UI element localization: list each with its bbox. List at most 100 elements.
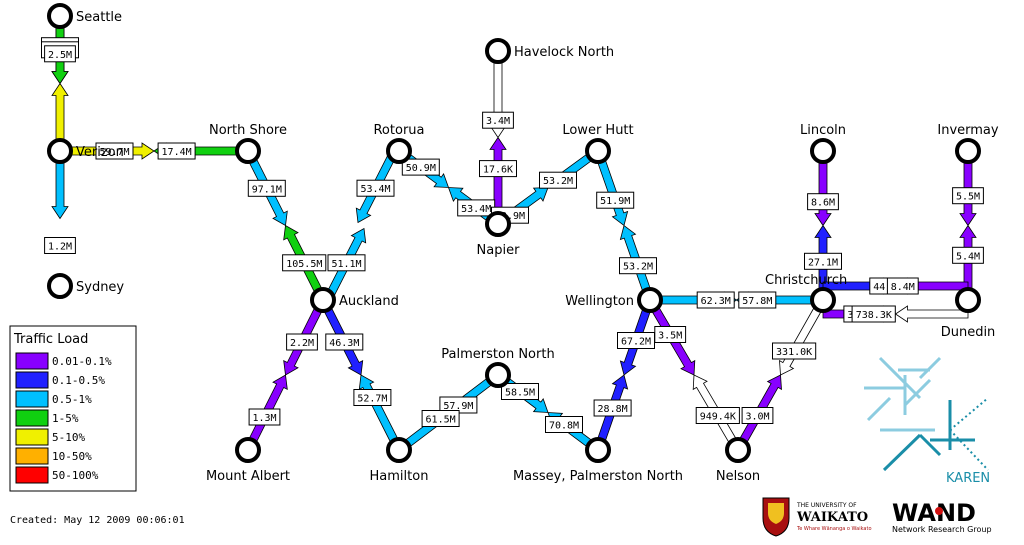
node-hamilton[interactable]: Hamilton bbox=[370, 437, 429, 484]
link-load-box bbox=[596, 191, 635, 209]
link-load-box bbox=[952, 187, 984, 205]
link-load-box bbox=[807, 193, 839, 211]
node-massey[interactable]: Massey, Palmerston North bbox=[513, 437, 683, 484]
link-load-box bbox=[401, 158, 440, 176]
links-layer: 57.4M15.9M2.5M1.2M59.7M17.4M97.1M105.5M5… bbox=[41, 15, 984, 454]
legend-swatch bbox=[15, 409, 49, 427]
node-verizon[interactable]: Verizon bbox=[47, 138, 124, 164]
link-load-label: 3.0M bbox=[745, 412, 769, 423]
node-lower-hutt[interactable]: Lower Hutt bbox=[562, 123, 634, 164]
link-load-box bbox=[593, 399, 632, 417]
link-load-box bbox=[851, 305, 896, 323]
node-napier[interactable]: Napier bbox=[477, 211, 521, 258]
node-auckland[interactable]: Auckland bbox=[310, 287, 399, 313]
link-load-label: 105.5M bbox=[286, 259, 322, 270]
node-havelock-north[interactable]: Havelock North bbox=[485, 38, 614, 64]
link-load-box bbox=[804, 252, 842, 270]
link-load-label: 1.3M bbox=[252, 413, 276, 424]
wand-logo: WAND Network Research Group bbox=[892, 499, 992, 534]
link-load-label: 331.0K bbox=[776, 347, 812, 358]
node-label: Wellington bbox=[565, 294, 634, 309]
link-load-box bbox=[479, 160, 517, 178]
node-seattle[interactable]: Seattle bbox=[47, 3, 122, 29]
node-label: Invermay bbox=[937, 123, 999, 138]
node-wellington[interactable]: Wellington bbox=[565, 287, 663, 313]
node-rotorua[interactable]: Rotorua bbox=[373, 123, 425, 164]
node-label: Sydney bbox=[76, 280, 124, 295]
node-label: Lower Hutt bbox=[562, 123, 633, 138]
link-load-label: 70.8M bbox=[549, 421, 579, 432]
link-load-label: 3.5M bbox=[658, 331, 682, 342]
legend-label: 10-50% bbox=[52, 450, 92, 463]
node-label: Massey, Palmerston North bbox=[513, 469, 683, 484]
waikato-logo: THE UNIVERSITY OF WAIKATO Te Whare Wānan… bbox=[762, 497, 872, 537]
link-load-label: 57.8M bbox=[742, 296, 772, 307]
link-load-label: 62.3M bbox=[701, 296, 731, 307]
node-lincoln[interactable]: Lincoln bbox=[800, 123, 846, 164]
legend-swatch bbox=[15, 447, 49, 465]
legend-label: 1-5% bbox=[52, 412, 79, 425]
link-load-box bbox=[157, 142, 196, 160]
link-load-box bbox=[286, 333, 318, 351]
link-load-label: 27.1M bbox=[808, 257, 838, 268]
link-load-label: 28.8M bbox=[598, 404, 628, 415]
legend-label: 5-10% bbox=[52, 431, 85, 444]
node-label: Mount Albert bbox=[206, 469, 290, 484]
link-load-label: 2.2M bbox=[290, 338, 314, 349]
link-load-box bbox=[327, 254, 366, 272]
legend-label: 0.01-0.1% bbox=[52, 355, 112, 368]
link-load-label: 2.5M bbox=[48, 50, 72, 61]
legend: Traffic Load 0.01-0.1%0.1-0.5%0.5-1%1-5%… bbox=[9, 325, 137, 492]
link-load-label: 949.4K bbox=[700, 412, 736, 423]
node-christchurch[interactable]: Christchurch bbox=[765, 273, 847, 313]
link-load-label: 61.5M bbox=[426, 415, 456, 426]
node-label: Lincoln bbox=[800, 123, 846, 138]
node-invermay[interactable]: Invermay bbox=[937, 123, 999, 164]
link-load-box bbox=[501, 383, 539, 400]
legend-title: Traffic Load bbox=[13, 332, 88, 347]
wand-subtitle: Network Research Group bbox=[892, 525, 992, 534]
node-nelson[interactable]: Nelson bbox=[716, 437, 760, 484]
link-load-box bbox=[482, 111, 514, 129]
link-load-label: 5.5M bbox=[956, 192, 980, 203]
link-load-label: 5.4M bbox=[956, 251, 980, 262]
node-dunedin[interactable]: Dunedin bbox=[941, 287, 996, 340]
link-load-box bbox=[539, 171, 577, 189]
link-load-label: 8.6M bbox=[811, 198, 835, 209]
link-load-label: 53.2M bbox=[623, 262, 653, 273]
link-load-label: 50.9M bbox=[495, 211, 525, 222]
link-load-box bbox=[247, 179, 286, 197]
link-load-box bbox=[695, 407, 740, 424]
link-load-label: 3.4M bbox=[486, 116, 510, 127]
link-load-box bbox=[654, 326, 687, 343]
legend-swatch bbox=[15, 371, 49, 389]
link-load-box bbox=[325, 333, 364, 351]
link-load-label: 17.4M bbox=[162, 147, 192, 158]
link-load-box bbox=[282, 254, 327, 272]
link-load-box bbox=[248, 408, 281, 426]
node-label: Christchurch bbox=[765, 273, 847, 288]
legend-box bbox=[9, 325, 137, 492]
node-label: Napier bbox=[477, 243, 521, 258]
node-sydney[interactable]: Sydney bbox=[47, 273, 124, 299]
node-mount-albert[interactable]: Mount Albert bbox=[206, 437, 290, 484]
link-load-box bbox=[772, 342, 817, 360]
link-load-label: 53.2M bbox=[543, 176, 573, 187]
legend-swatch bbox=[15, 390, 49, 408]
link-load-box bbox=[741, 407, 774, 424]
legend-swatch bbox=[15, 428, 49, 446]
node-label: Auckland bbox=[339, 294, 399, 309]
link-load-box bbox=[619, 257, 657, 275]
link-load-label: 52.7M bbox=[357, 394, 387, 405]
link-load-box bbox=[886, 277, 919, 295]
link-load-label: 57.9M bbox=[443, 401, 473, 412]
node-palmerston-north[interactable]: Palmerston North bbox=[441, 347, 555, 388]
link-load-label: 17.6K bbox=[483, 165, 513, 176]
wand-wordmark: WAND bbox=[892, 499, 976, 527]
link-load-box bbox=[545, 416, 583, 433]
node-north-shore[interactable]: North Shore bbox=[209, 123, 287, 164]
link-load-box bbox=[353, 389, 392, 406]
link-load-box bbox=[421, 410, 460, 427]
